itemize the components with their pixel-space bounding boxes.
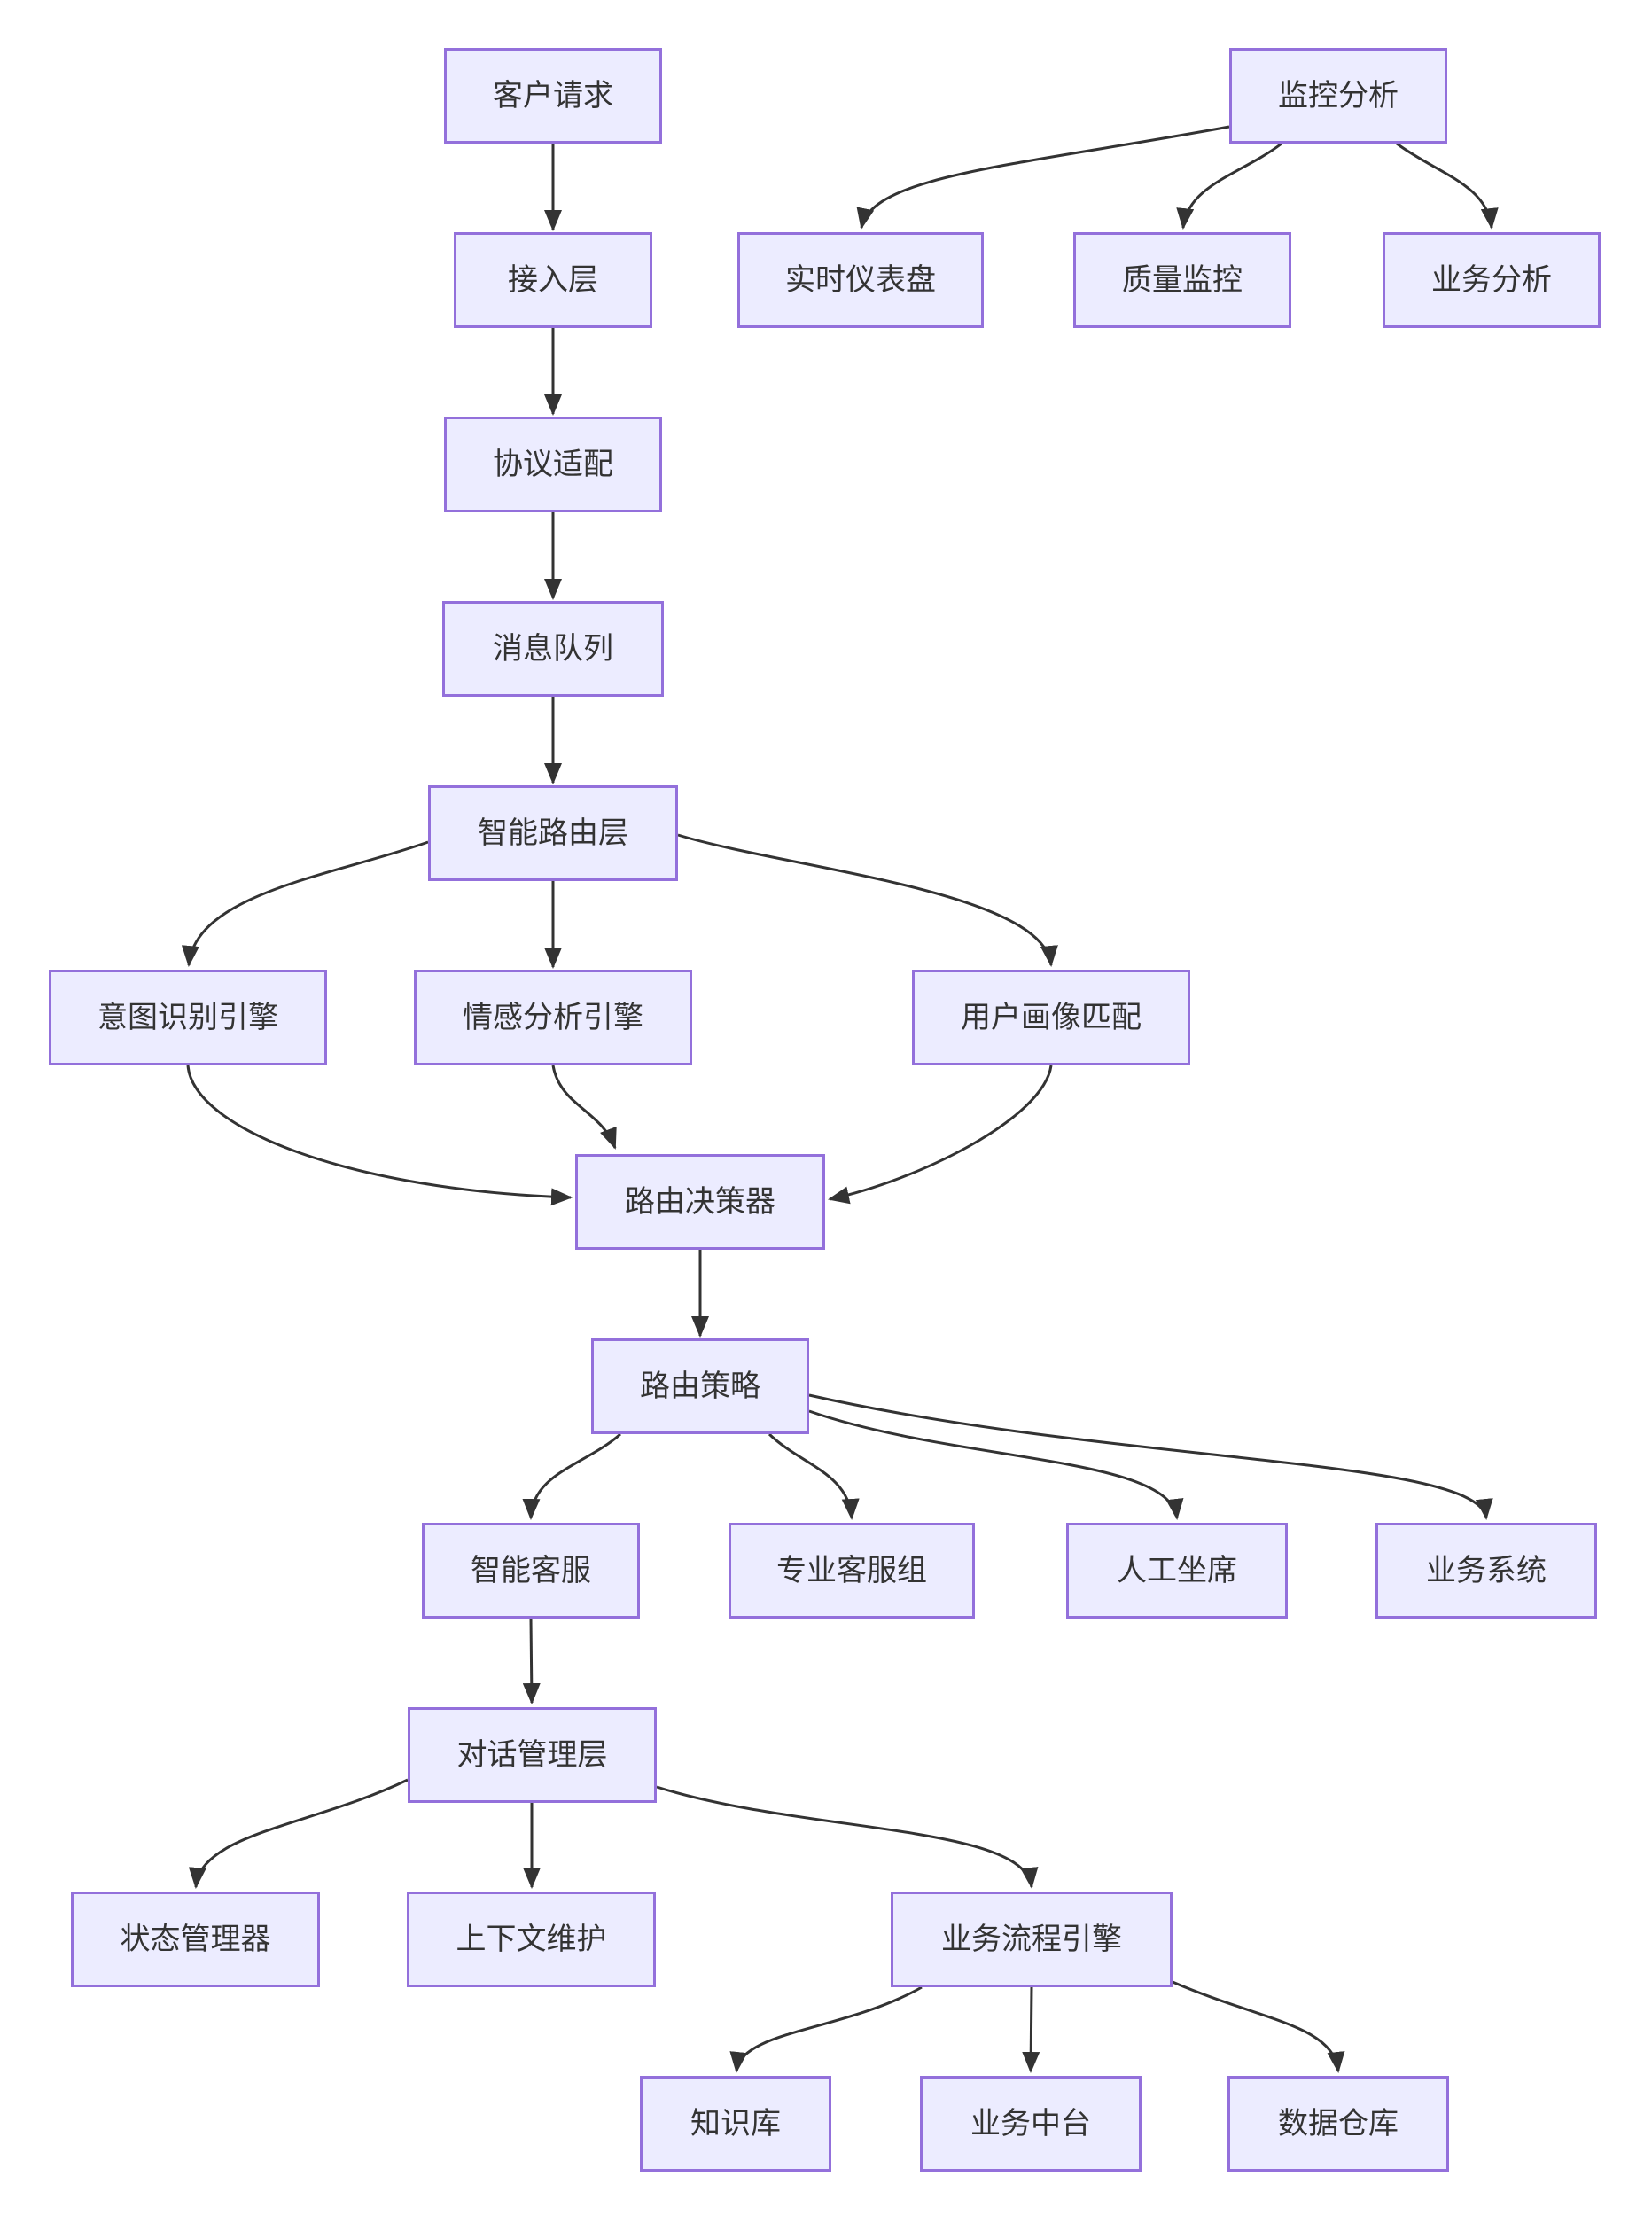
edge-routing-strategy-to-business-system: [808, 1393, 1493, 1520]
edge-monitoring-analysis-to-realtime-dashboard: [856, 125, 1230, 230]
node-user-profile-matching: 用户画像匹配: [912, 970, 1190, 1065]
edge-ai-customer-service-to-dialog-management-layer: [522, 1618, 541, 1704]
node-customer-request: 客户请求: [444, 48, 662, 144]
node-business-analysis: 业务分析: [1383, 232, 1601, 328]
edge-routing-strategy-to-ai-customer-service: [522, 1432, 621, 1520]
edge-intelligent-routing-layer-to-user-profile-matching: [677, 833, 1058, 967]
node-message-queue: 消息队列: [442, 601, 664, 697]
node-business-middle-platform: 业务中台: [920, 2076, 1142, 2172]
edge-monitoring-analysis-to-quality-monitoring: [1176, 142, 1282, 230]
node-quality-monitoring: 质量监控: [1073, 232, 1291, 328]
node-access-layer: 接入层: [454, 232, 652, 328]
node-realtime-dashboard: 实时仪表盘: [737, 232, 984, 328]
node-business-system: 业务系统: [1375, 1523, 1597, 1618]
edge-dialog-management-layer-to-state-manager: [188, 1778, 409, 1889]
edge-routing-strategy-to-professional-service-group: [768, 1432, 860, 1520]
node-routing-strategy: 路由策略: [591, 1338, 809, 1434]
node-business-process-engine: 业务流程引擎: [891, 1892, 1173, 1987]
edge-intelligent-routing-layer-to-intent-recognition-engine: [181, 840, 429, 967]
node-professional-service-group: 专业客服组: [729, 1523, 975, 1618]
node-routing-decision-maker: 路由决策器: [575, 1154, 825, 1250]
node-monitoring-analysis: 监控分析: [1229, 48, 1447, 144]
node-intent-recognition-engine: 意图识别引擎: [49, 970, 327, 1065]
edge-routing-strategy-to-human-agent: [808, 1409, 1184, 1520]
node-human-agent: 人工坐席: [1066, 1523, 1288, 1618]
edge-intent-recognition-engine-to-routing-decision-maker: [186, 1065, 573, 1206]
node-protocol-adaptation: 协议适配: [444, 417, 662, 512]
node-ai-customer-service: 智能客服: [422, 1523, 640, 1618]
node-knowledge-base: 知识库: [640, 2076, 831, 2172]
edge-business-process-engine-to-business-middle-platform: [1022, 1986, 1040, 2073]
edge-business-process-engine-to-data-warehouse: [1172, 1980, 1345, 2073]
node-data-warehouse: 数据仓库: [1227, 2076, 1449, 2172]
edge-dialog-management-layer-to-business-process-engine: [656, 1785, 1039, 1889]
node-dialog-management-layer: 对话管理层: [408, 1707, 657, 1803]
node-sentiment-analysis-engine: 情感分析引擎: [414, 970, 692, 1065]
node-context-maintenance: 上下文维护: [407, 1892, 656, 1987]
node-state-manager: 状态管理器: [71, 1892, 320, 1987]
edge-business-process-engine-to-knowledge-base: [729, 1985, 923, 2073]
edge-user-profile-matching-to-routing-decision-maker: [828, 1065, 1053, 1205]
edge-sentiment-analysis-engine-to-routing-decision-maker: [551, 1065, 617, 1150]
node-intelligent-routing-layer: 智能路由层: [428, 785, 678, 881]
edge-monitoring-analysis-to-business-analysis: [1396, 142, 1499, 230]
